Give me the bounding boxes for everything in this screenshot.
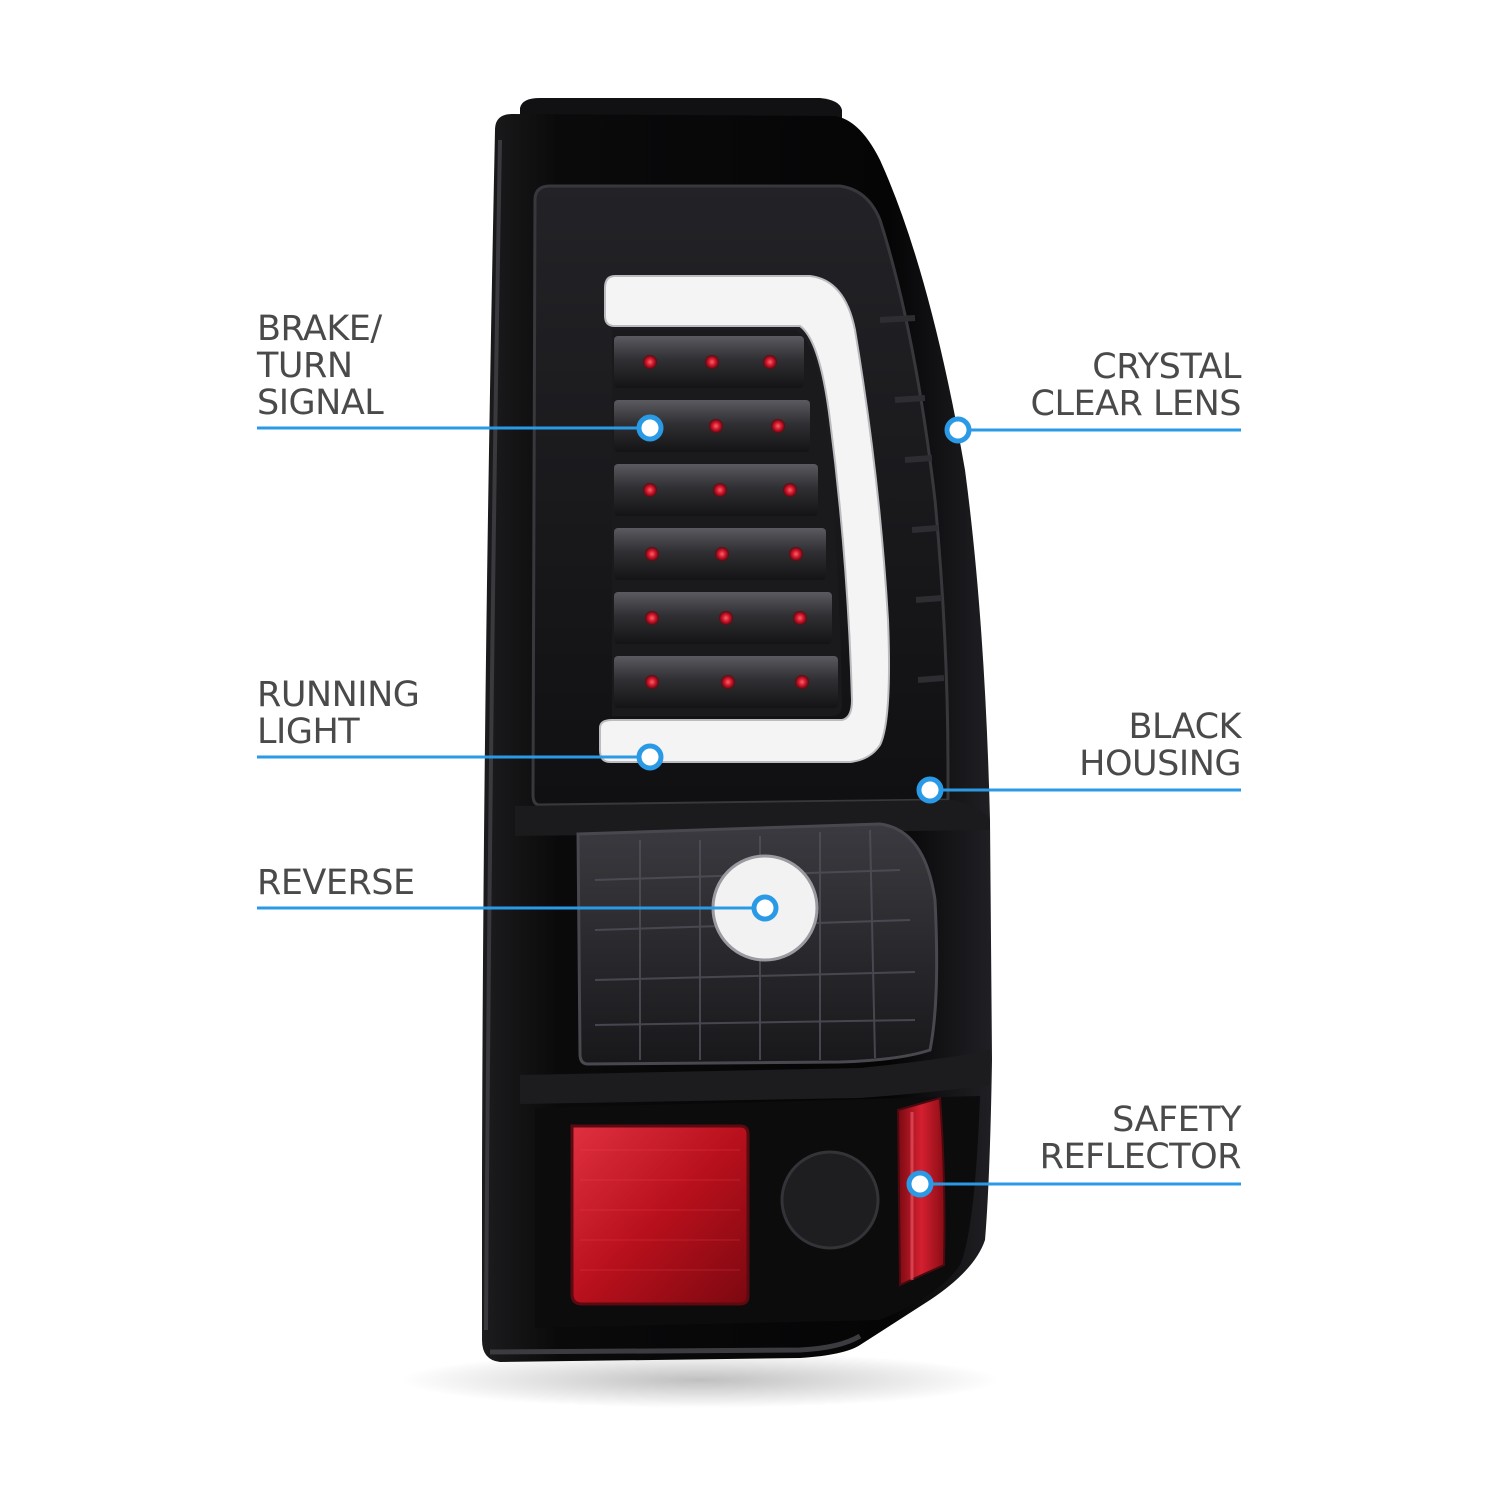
housing-bottom-edge xyxy=(489,1333,862,1355)
label-line: RUNNING xyxy=(257,675,420,715)
label-line: CLEAR LENS xyxy=(1030,384,1242,424)
label-safety-reflector: SAFETY REFLECTOR xyxy=(1039,1100,1242,1177)
callout-dot-black xyxy=(916,776,944,804)
callout-dot-brake xyxy=(636,414,664,442)
housing-plug xyxy=(780,1150,880,1250)
label-line: BRAKE/ xyxy=(257,309,382,349)
housing-lower-band xyxy=(520,1050,990,1104)
label-reverse: REVERSE xyxy=(257,865,415,902)
label-line: CRYSTAL xyxy=(1092,347,1241,387)
label-crystal-clear-lens: CRYSTAL CLEAR LENS xyxy=(1030,347,1242,424)
label-line: SIGNAL xyxy=(257,383,384,423)
callout-dot-reverse xyxy=(751,894,779,922)
label-line: REFLECTOR xyxy=(1039,1137,1242,1177)
label-line: BLACK xyxy=(1128,707,1241,747)
callout-dot-safety xyxy=(906,1170,934,1198)
running-light-bar xyxy=(599,275,890,763)
housing-left-edge xyxy=(484,139,502,1331)
callout-lines xyxy=(257,426,1241,1186)
callout-dot-running xyxy=(636,743,664,771)
callout-dot-crystal xyxy=(944,416,972,444)
label-line: SAFETY xyxy=(1112,1100,1241,1140)
floor-shadow xyxy=(400,1352,1000,1408)
label-line: LIGHT xyxy=(257,712,360,752)
led-dots xyxy=(643,355,809,689)
callout-dots xyxy=(636,414,972,1198)
lens-ribs xyxy=(879,315,945,683)
label-line: TURN xyxy=(257,346,353,386)
label-line: REVERSE xyxy=(257,863,415,903)
label-brake-turn-signal: BRAKE/ TURN SIGNAL xyxy=(257,309,384,423)
left-reflector-texture xyxy=(580,1149,740,1271)
left-reflector xyxy=(570,1124,750,1306)
label-line: HOUSING xyxy=(1079,744,1241,784)
label-running-light: RUNNING LIGHT xyxy=(257,675,420,752)
label-black-housing: BLACK HOUSING xyxy=(1079,709,1241,783)
